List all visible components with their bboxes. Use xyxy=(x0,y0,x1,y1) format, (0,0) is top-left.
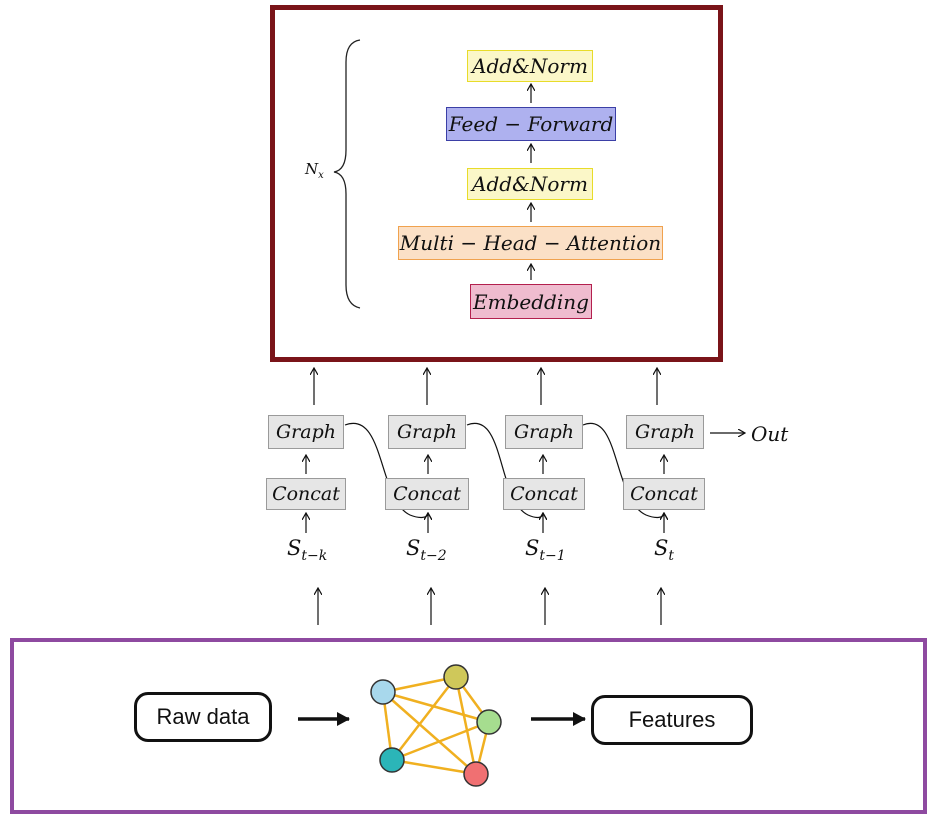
state-3-base: S xyxy=(525,536,540,560)
graph-node-1 xyxy=(370,679,396,705)
transformer-encoder-frame xyxy=(270,5,723,362)
state-1-sub: t−k xyxy=(301,548,328,564)
repeat-count-sub: x xyxy=(318,170,324,181)
graph-network xyxy=(370,664,502,787)
raw-data-box: Raw data xyxy=(134,692,272,742)
concat-box-1: Concat xyxy=(266,478,346,510)
repeat-brace xyxy=(333,39,361,309)
graph-node-4 xyxy=(379,747,405,773)
graph-edge-5 xyxy=(391,676,457,761)
concat-box-3: Concat xyxy=(503,478,585,510)
graph-edge-2 xyxy=(382,690,490,724)
graph-node-2 xyxy=(443,664,469,690)
graph-node-3 xyxy=(476,709,502,735)
state-4-sub: t xyxy=(668,548,675,564)
graph-edge-10 xyxy=(391,758,477,776)
graph-edge-6 xyxy=(454,676,478,775)
add-norm-top-box: Add&Norm xyxy=(467,50,593,82)
graph-node-5 xyxy=(463,761,489,787)
state-2-base: S xyxy=(406,536,421,560)
state-label-3: St−1 xyxy=(525,536,566,564)
state-3-sub: t−1 xyxy=(539,548,566,564)
state-2-sub: t−2 xyxy=(420,548,447,564)
embedding-box: Embedding xyxy=(470,284,592,319)
multi-head-attention-box: Multi − Head − Attention xyxy=(398,226,663,260)
add-norm-bottom-box: Add&Norm xyxy=(467,168,593,200)
graph-box-1: Graph xyxy=(268,415,344,449)
state-1-base: S xyxy=(287,536,302,560)
concat-box-4: Concat xyxy=(623,478,705,510)
graph-box-2: Graph xyxy=(388,415,466,449)
output-label: Out xyxy=(751,422,789,446)
feed-forward-box: Feed − Forward xyxy=(446,107,616,141)
state-label-1: St−k xyxy=(287,536,327,564)
state-label-4: St xyxy=(654,536,674,564)
graph-edge-8 xyxy=(391,720,490,762)
features-box: Features xyxy=(591,695,753,745)
concat-box-2: Concat xyxy=(385,478,469,510)
state-label-2: St−2 xyxy=(406,536,447,564)
graph-box-4: Graph xyxy=(626,415,704,449)
state-4-base: S xyxy=(654,536,669,560)
graph-edge-3 xyxy=(382,691,477,775)
repeat-count-label: Nx xyxy=(305,160,324,181)
graph-box-3: Graph xyxy=(505,415,583,449)
repeat-count-base: N xyxy=(305,160,319,178)
feature-extraction-frame xyxy=(10,638,927,814)
